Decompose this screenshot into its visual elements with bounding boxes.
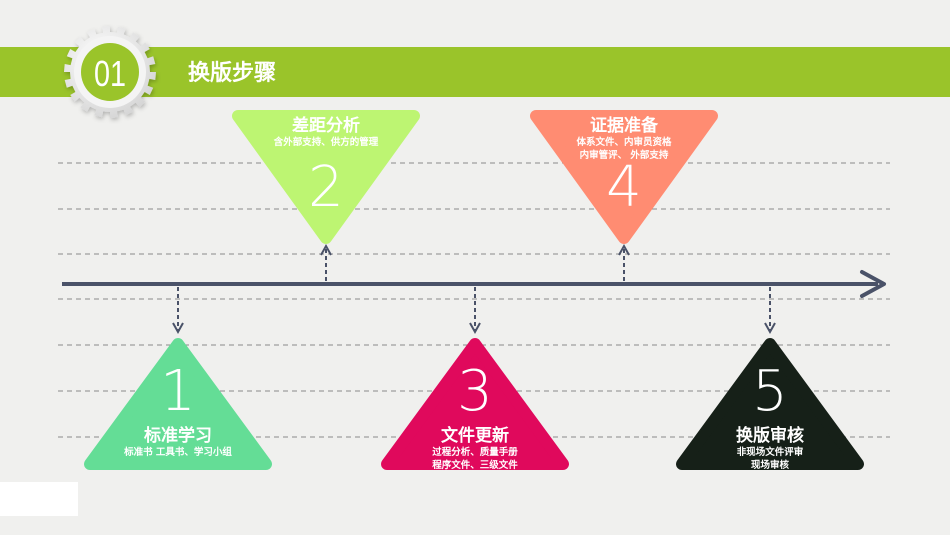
- step-title: 换版审核: [736, 425, 804, 446]
- timeline-axis: [62, 270, 886, 298]
- step-number: 2: [308, 155, 344, 220]
- step-number: 3: [457, 359, 493, 424]
- step-title: 文件更新: [441, 425, 509, 446]
- page-title: 换版步骤: [188, 60, 276, 86]
- step-description: 程序文件、三级文件: [432, 459, 518, 471]
- badge-number: 01: [94, 53, 126, 94]
- step-description: 体系文件、内审员资格: [576, 136, 672, 148]
- step-triangle: [381, 338, 569, 470]
- step-triangle: [232, 110, 420, 244]
- step-description: 非现场文件评审: [737, 446, 804, 458]
- step-description: 现场审核: [751, 459, 790, 471]
- step-description: 过程分析、质量手册: [432, 446, 518, 458]
- arrow-right-icon: [860, 270, 886, 298]
- step-number: 5: [752, 359, 788, 424]
- step-number: 4: [606, 155, 642, 220]
- step-triangle: [84, 338, 272, 470]
- step-description: 含外部支持、供方的管理: [273, 136, 379, 148]
- connector-arrow-icon: [764, 287, 776, 335]
- step-description: 标准书 工具书、学习小组: [123, 446, 232, 458]
- step-triangle: [530, 110, 718, 244]
- header-band: [0, 47, 950, 97]
- step-number: 1: [160, 359, 196, 424]
- step-triangle: [676, 338, 864, 470]
- connector-arrow-icon: [469, 287, 481, 335]
- step-title: 证据准备: [590, 115, 659, 136]
- connector-arrow-icon: [618, 243, 630, 281]
- step-title: 标准学习: [144, 425, 212, 446]
- step-description: 内审管评、 外部支持: [580, 149, 669, 161]
- connector-arrow-icon: [320, 243, 332, 281]
- badge-circle: [81, 43, 139, 101]
- connector-arrow-icon: [172, 287, 184, 335]
- footer-box: [0, 482, 78, 516]
- step-title: 差距分析: [292, 115, 360, 136]
